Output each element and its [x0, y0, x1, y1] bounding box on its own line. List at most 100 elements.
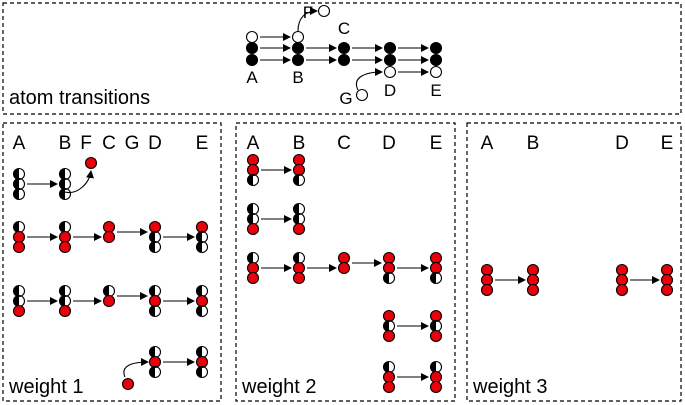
- w1-row2-mol-0-atom-0-half-dark: [13, 221, 19, 233]
- w1-col-G: G: [125, 133, 140, 154]
- top-chain-atom-0-4: [429, 41, 443, 55]
- w3-col-D: D: [615, 133, 629, 154]
- top-chain-atom-0-3: [383, 41, 397, 55]
- top-panel-title: atom transitions: [9, 87, 150, 109]
- w1-row3-mol-1-atom-0-half-dark: [59, 285, 65, 297]
- weight1-panel-frame: [2, 122, 222, 402]
- w2-row3-mol-1-atom-1: [292, 261, 306, 275]
- w1-row4-arrow-G-D: [123, 358, 149, 378]
- w1-row2-mol-1-atom-0-half-dark: [59, 221, 65, 233]
- w2-row3-mol-0-atom-0-half-dark: [247, 252, 253, 264]
- w1-row4-mol-0-atom-2: [148, 365, 162, 379]
- atom-graphics: [12, 4, 674, 394]
- w2-col-E: E: [430, 133, 443, 154]
- w1-row3-mol-4-atom-2: [195, 304, 209, 318]
- weight1-title: weight 1: [8, 376, 84, 398]
- w1-row2-mol-2-atom-1: [102, 230, 116, 244]
- w2-row4-mol-1-atom-0: [429, 309, 443, 323]
- w2-row5-mol-0-atom-2: [382, 380, 396, 394]
- top-chain-atom-1-0: [245, 53, 259, 67]
- w2-row3-mol-3-atom-0: [382, 251, 396, 265]
- w2-row1-mol-1-atom-2: [292, 173, 306, 187]
- w2-row4-mol-0-atom-0: [382, 309, 396, 323]
- top-E-extra-atom: [429, 65, 443, 79]
- w2-row3-mol-4-atom-2-half-dark: [430, 272, 436, 284]
- w2-row2-mol-0-atom-0-half-dark: [247, 203, 253, 215]
- w1-row4-mol-1-atom-1: [195, 355, 209, 369]
- w2-row5-mol-1-atom-2: [429, 380, 443, 394]
- w1-col-A: A: [13, 133, 26, 154]
- top-arrow-B-F: [297, 7, 318, 32]
- w1-row2-mol-3-atom-0: [148, 220, 162, 234]
- top-F-atom: [317, 4, 331, 18]
- w2-row1-mol-0-atom-2-half-dark: [247, 174, 253, 186]
- w2-row3-mol-1-atom-2: [292, 271, 306, 285]
- w2-col-C: C: [337, 133, 351, 154]
- w1-row2-mol-1-atom-1: [58, 230, 72, 244]
- w1-col-D: D: [148, 133, 162, 154]
- top-label-D: D: [384, 81, 396, 100]
- w1-row3-mol-1-atom-2: [58, 304, 72, 318]
- top-label-B: B: [292, 68, 303, 87]
- w1-row1-mol-1-atom-1-half-dark: [59, 178, 65, 190]
- w2-row5-mol-1-atom-0-half-dark: [430, 361, 436, 373]
- w1-row3-mol-3-atom-2: [148, 304, 162, 318]
- w2-row3-mol-2-atom-1: [337, 261, 351, 275]
- w1-row4-mol-1-atom-2-half-dark: [196, 366, 202, 378]
- w1-row3-mol-0-atom-0-half-dark: [13, 285, 19, 297]
- w1-row1-mol-0-atom-2: [12, 187, 26, 201]
- top-label-G: G: [339, 89, 352, 108]
- w1-row1-mol-0-atom-2-half-dark: [13, 188, 19, 200]
- w1-row3-mol-4-atom-1: [195, 294, 209, 308]
- w1-row1-mol-0-atom-1-half-dark: [13, 178, 19, 190]
- w1-row4-G-atom: [121, 377, 135, 391]
- w1-row2-mol-4-atom-2-half-dark: [196, 241, 202, 253]
- top-panel-frame: [2, 2, 682, 115]
- w1-row2-mol-4-atom-1-half-dark: [196, 231, 202, 243]
- w2-row4-mol-0-atom-1-half-dark: [383, 320, 389, 332]
- w1-row3-mol-2-atom-0-half-dark: [103, 285, 109, 297]
- w2-row4-mol-1-atom-1-half-dark: [430, 320, 436, 332]
- w1-row2-mol-0-atom-2: [12, 240, 26, 254]
- w3-row1-mol-1-atom-1: [526, 273, 540, 287]
- w1-row3-mol-1-atom-1-half-dark: [59, 295, 65, 307]
- w1-row4-mol-1-atom-0-half-dark: [196, 346, 202, 358]
- w1-row3-mol-3-atom-0-half-dark: [149, 285, 155, 297]
- w1-row2-mol-2-atom-0: [102, 220, 116, 234]
- w2-row3-mol-2-atom-0: [337, 251, 351, 265]
- top-chain-atom-1-2: [337, 53, 351, 67]
- w2-row3-mol-3-atom-2: [382, 271, 396, 285]
- w3-row2-mol-1-atom-2: [660, 283, 674, 297]
- top-D-extra-atom: [383, 65, 397, 79]
- w1-row4-mol-0-atom-2-half-dark: [149, 366, 155, 378]
- w1-row3-mol-0-atom-1-half-dark: [13, 295, 19, 307]
- w2-row1-mol-1-atom-0: [292, 153, 306, 167]
- w2-row3-mol-4-atom-2: [429, 271, 443, 285]
- w1-col-F: F: [80, 133, 92, 154]
- weight2-panel-frame: [235, 122, 456, 402]
- w1-row1-mol-1-atom-2-half-dark: [59, 188, 65, 200]
- w1-col-E: E: [196, 133, 209, 154]
- w2-row4-mol-1-atom-2: [429, 329, 443, 343]
- w3-row2-mol-1-atom-0: [660, 263, 674, 277]
- w2-row1-mol-1-atom-1: [292, 163, 306, 177]
- w1-row3-mol-3-atom-2-half-dark: [149, 305, 155, 317]
- w1-row2-mol-3-atom-2-half-dark: [149, 241, 155, 253]
- top-A-extra-atom: [245, 30, 259, 44]
- w1-col-C: C: [102, 133, 116, 154]
- w2-row5-mol-0-atom-1: [382, 370, 396, 384]
- w3-row2-mol-0-atom-1: [615, 273, 629, 287]
- w1-row1-mol-1-atom-0-half-dark: [59, 168, 65, 180]
- w2-row3-mol-4-atom-1: [429, 261, 443, 275]
- top-chain-atom-1-4: [429, 53, 443, 67]
- w1-row1-arrow-B-F: [64, 170, 94, 194]
- w3-row2-mol-1-atom-1: [660, 273, 674, 287]
- top-label-C: C: [338, 19, 350, 38]
- w2-row1-mol-0-atom-0: [246, 153, 260, 167]
- top-chain-atom-0-1: [291, 41, 305, 55]
- w2-row3-mol-0-atom-2: [246, 271, 260, 285]
- w2-row5-mol-0-atom-0-half-dark: [383, 361, 389, 373]
- w3-row1-mol-1-atom-2: [526, 283, 540, 297]
- w2-row2-mol-0-atom-2: [246, 222, 260, 236]
- weight3-title: weight 3: [472, 376, 548, 398]
